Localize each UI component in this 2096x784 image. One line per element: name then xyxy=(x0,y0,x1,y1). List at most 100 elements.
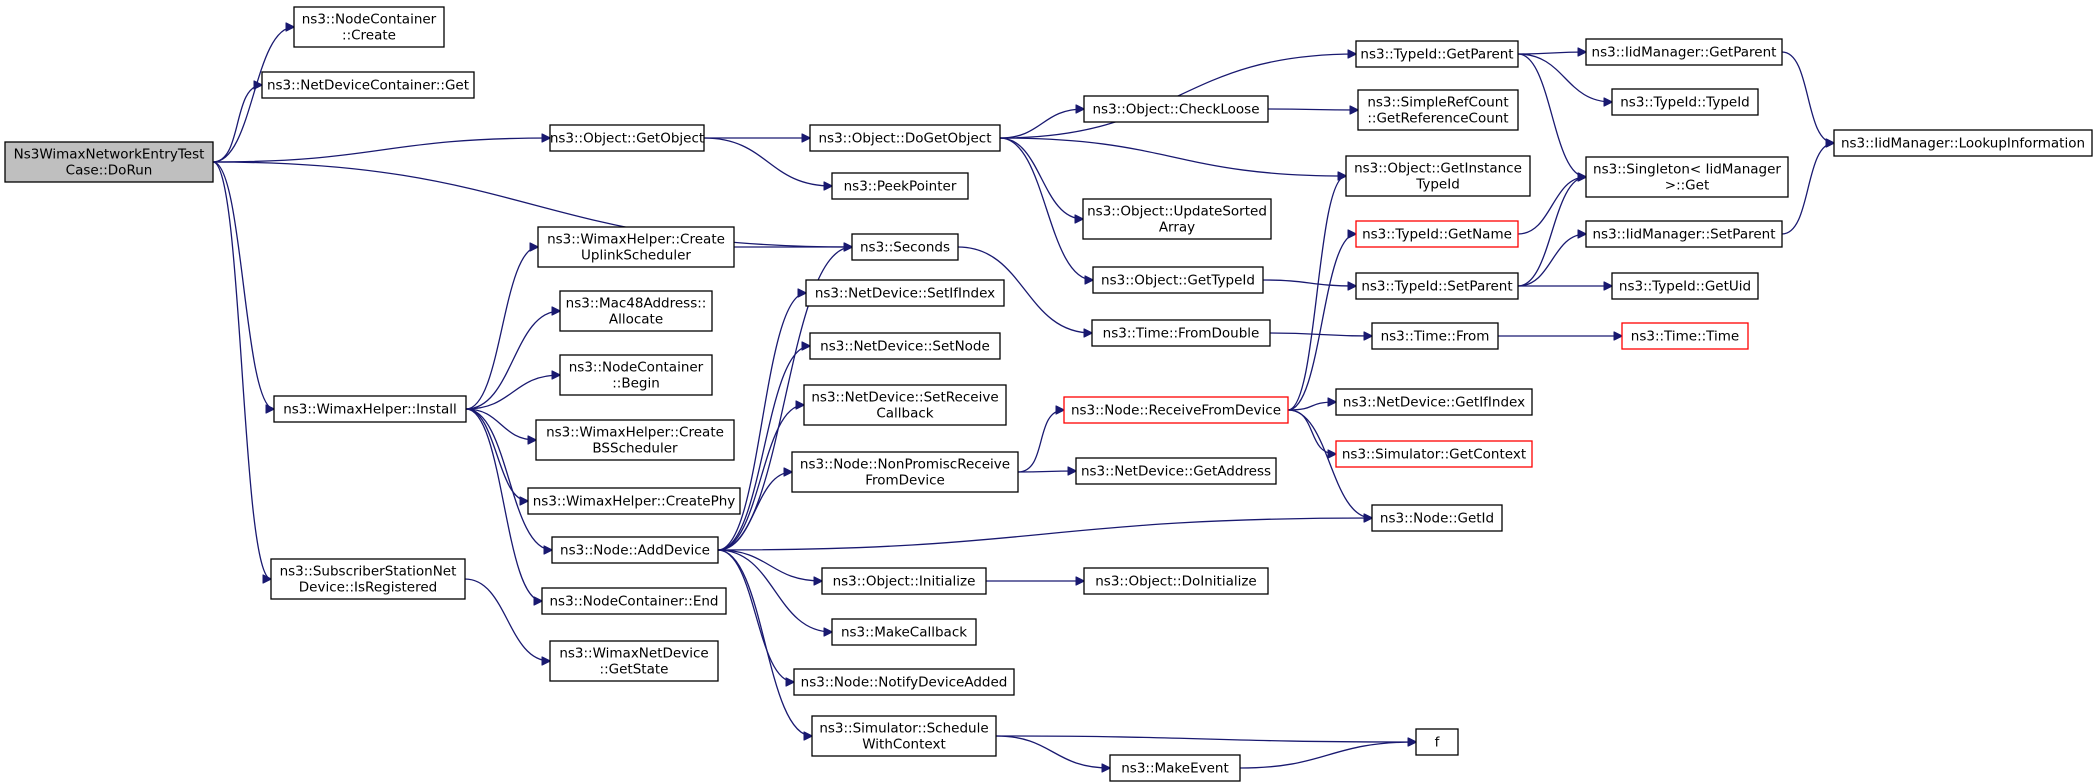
call-edge-node_adddevice-to-nd_setreceivecb xyxy=(717,405,804,551)
node-label: ns3::Object::UpdateSorted xyxy=(1087,204,1267,220)
node-obj_gettypeid[interactable]: ns3::Object::GetTypeId xyxy=(1092,266,1264,294)
node-obj_checkloose[interactable]: ns3::Object::CheckLoose xyxy=(1083,95,1269,123)
node-time_fromdouble[interactable]: ns3::Time::FromDouble xyxy=(1091,319,1271,347)
node-tid_getuid[interactable]: ns3::TypeId::GetUid xyxy=(1611,272,1759,300)
node-label: ns3::NetDevice::SetReceive xyxy=(811,390,998,406)
call-edge-node_adddevice-to-node_nonpromisc xyxy=(717,472,792,551)
node-label: ns3::NodeContainer xyxy=(302,12,437,28)
call-edge-node_receivefromdevice-to-sim_getcontext xyxy=(1287,409,1336,454)
node-singleton_get[interactable]: ns3::Singleton< IidManager >::Get xyxy=(1585,156,1789,198)
node-label: ns3::Seconds xyxy=(860,240,950,256)
node-ssnd_isregistered[interactable]: ns3::SubscriberStationNetDevice::IsRegis… xyxy=(270,558,466,600)
node-makeevent[interactable]: ns3::MakeEvent xyxy=(1109,754,1241,782)
call-edge-node_nonpromisc-to-node_receivefromdevice xyxy=(1017,410,1064,473)
node-label: ::GetReferenceCount xyxy=(1367,111,1508,127)
node-iid_lookup[interactable]: ns3::IidManager::LookupInformation xyxy=(1833,129,2093,157)
node-obj_doinitialize[interactable]: ns3::Object::DoInitialize xyxy=(1083,567,1269,595)
node-mac48_allocate[interactable]: ns3::Mac48Address::Allocate xyxy=(559,290,713,332)
call-edge-ssnd_isregistered-to-wnd_getstate xyxy=(464,578,550,661)
node-nc_begin[interactable]: ns3::NodeContainer::Begin xyxy=(559,354,713,396)
node-sim_getcontext[interactable]: ns3::Simulator::GetContext xyxy=(1335,440,1533,468)
node-ndc_get[interactable]: ns3::NetDeviceContainer::Get xyxy=(261,71,475,99)
node-wnd_getstate[interactable]: ns3::WimaxNetDevice::GetState xyxy=(549,640,719,682)
node-label: ns3::Simulator::GetContext xyxy=(1342,447,1526,463)
call-edge-wh_install-to-nc_begin xyxy=(465,375,560,410)
node-nd_setnode[interactable]: ns3::NetDevice::SetNode xyxy=(809,332,1001,360)
node-f[interactable]: f xyxy=(1415,728,1459,756)
node-label: ns3::WimaxHelper::Install xyxy=(283,402,457,418)
node-peekpointer[interactable]: ns3::PeekPointer xyxy=(831,172,969,200)
node-label: FromDevice xyxy=(865,473,945,489)
node-label: Ns3WimaxNetworkEntryTest xyxy=(14,147,205,163)
node-time_time[interactable]: ns3::Time::Time xyxy=(1621,322,1749,350)
node-label: ns3::WimaxHelper::Create xyxy=(547,232,725,248)
node-nc_create[interactable]: ns3::NodeContainer::Create xyxy=(293,6,445,48)
call-edge-node_adddevice-to-node_notifyadded xyxy=(717,549,794,682)
node-label: ns3::Object::GetObject xyxy=(550,131,704,147)
node-nd_getaddress[interactable]: ns3::NetDevice::GetAddress xyxy=(1075,457,1277,485)
node-tid_typeid[interactable]: ns3::TypeId::TypeId xyxy=(1611,88,1759,116)
call-edge-root-to-seconds xyxy=(212,161,852,247)
node-label: ns3::Object::Initialize xyxy=(833,574,976,590)
node-label: ns3::WimaxHelper::Create xyxy=(546,425,724,441)
node-label: ns3::TypeId::GetUid xyxy=(1619,279,1751,295)
node-nd_getifindex[interactable]: ns3::NetDevice::GetIfIndex xyxy=(1335,388,1533,416)
node-nd_setifindex[interactable]: ns3::NetDevice::SetIfIndex xyxy=(805,279,1005,307)
call-edge-sim_schedulectx-to-f xyxy=(995,735,1416,742)
node-iid_setparent[interactable]: ns3::IidManager::SetParent xyxy=(1585,220,1783,248)
node-time_from[interactable]: ns3::Time::From xyxy=(1371,322,1499,350)
node-label: ns3::WimaxHelper::CreatePhy xyxy=(533,494,736,510)
call-edge-tid_setparent-to-iid_setparent xyxy=(1517,234,1586,287)
node-label: Callback xyxy=(876,406,933,422)
node-wh_createphy[interactable]: ns3::WimaxHelper::CreatePhy xyxy=(527,487,741,515)
call-edge-tid_getparent-to-iid_getparent xyxy=(1517,52,1586,54)
node-obj_initialize[interactable]: ns3::Object::Initialize xyxy=(821,567,987,595)
call-edge-node_adddevice-to-sim_schedulectx xyxy=(717,549,812,736)
node-label: ns3::NetDevice::GetIfIndex xyxy=(1343,395,1525,411)
node-label: ns3::Node::NonPromiscReceive xyxy=(800,457,1010,473)
node-srefcount[interactable]: ns3::SimpleRefCount::GetReferenceCount xyxy=(1357,89,1519,131)
call-edge-obj_dogetobject-to-obj_checkloose xyxy=(999,109,1084,139)
call-edge-sim_schedulectx-to-makeevent xyxy=(995,735,1110,768)
node-obj_getobject[interactable]: ns3::Object::GetObject xyxy=(549,124,705,152)
call-edge-node_nonpromisc-to-nd_getaddress xyxy=(1017,471,1076,472)
node-tid_getname[interactable]: ns3::TypeId::GetName xyxy=(1355,220,1519,248)
call-edge-obj_dogetobject-to-obj_gettypeid xyxy=(999,137,1093,280)
node-label: ns3::TypeId::SetParent xyxy=(1361,279,1512,295)
node-node_notifyadded[interactable]: ns3::Node::NotifyDeviceAdded xyxy=(793,668,1015,696)
node-iid_getparent[interactable]: ns3::IidManager::GetParent xyxy=(1585,38,1783,66)
call-edge-obj_getobject-to-peekpointer xyxy=(703,137,832,186)
call-edge-node_receivefromdevice-to-node_getid xyxy=(1287,409,1372,518)
node-obj_dogetobject[interactable]: ns3::Object::DoGetObject xyxy=(809,124,1001,152)
node-label: ns3::Time::From xyxy=(1381,329,1490,345)
node-tid_getparent[interactable]: ns3::TypeId::GetParent xyxy=(1355,40,1519,68)
call-edge-node_receivefromdevice-to-tid_getname xyxy=(1287,234,1356,411)
node-wh_install[interactable]: ns3::WimaxHelper::Install xyxy=(273,395,467,423)
call-edge-tid_setparent-to-singleton_get xyxy=(1517,177,1586,287)
function-nodes: Ns3WimaxNetworkEntryTestCase::DoRunns3::… xyxy=(4,6,2093,782)
node-seconds[interactable]: ns3::Seconds xyxy=(851,233,959,261)
node-node_getid[interactable]: ns3::Node::GetId xyxy=(1371,504,1503,532)
node-node_receivefromdevice[interactable]: ns3::Node::ReceiveFromDevice xyxy=(1063,396,1289,424)
call-edge-root-to-wh_install xyxy=(212,161,274,409)
node-nc_end[interactable]: ns3::NodeContainer::End xyxy=(541,587,727,615)
node-label: ns3::IidManager::SetParent xyxy=(1593,227,1776,243)
node-makecallback[interactable]: ns3::MakeCallback xyxy=(831,618,977,646)
call-edge-tid_getparent-to-singleton_get xyxy=(1517,53,1586,177)
call-edge-root-to-obj_getobject xyxy=(212,138,550,163)
node-label: ns3::SubscriberStationNet xyxy=(280,564,457,580)
call-edge-wh_install-to-nc_end xyxy=(465,408,542,601)
node-label: ns3::WimaxNetDevice xyxy=(559,646,708,662)
node-node_adddevice[interactable]: ns3::Node::AddDevice xyxy=(551,536,719,564)
node-tid_setparent[interactable]: ns3::TypeId::SetParent xyxy=(1355,272,1519,300)
call-edge-iid_setparent-to-iid_lookup xyxy=(1781,143,1834,235)
